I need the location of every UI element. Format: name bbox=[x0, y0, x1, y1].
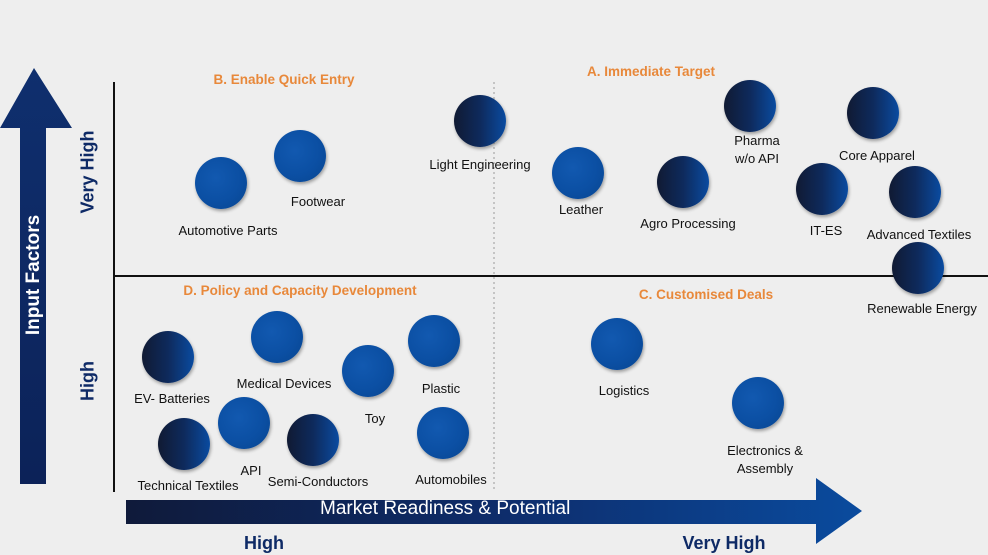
label-plastic: Plastic bbox=[421, 381, 461, 396]
label-leather: Leather bbox=[558, 202, 604, 217]
dot-plastic bbox=[408, 315, 460, 367]
label-ev-batteries: EV- Batteries bbox=[134, 391, 210, 406]
label-agro-processing: Agro Processing bbox=[640, 216, 736, 231]
dot-medical-devices bbox=[251, 311, 303, 363]
x-axis-title: Market Readiness & Potential bbox=[320, 498, 571, 519]
label-logistics: Logistics bbox=[598, 383, 650, 398]
dot-automotive-parts bbox=[195, 157, 247, 209]
label-advanced-textiles: Advanced Textiles bbox=[866, 227, 972, 242]
dot-leather bbox=[552, 147, 604, 199]
dot-technical-textiles bbox=[158, 418, 210, 470]
label-renewable-energy: Renewable Energy bbox=[867, 301, 977, 316]
y-level-very-high: Very High bbox=[77, 130, 98, 214]
label-footwear: Footwear bbox=[290, 194, 346, 209]
y-level-high: High bbox=[77, 361, 98, 401]
y-axis-title: Input Factors bbox=[23, 214, 44, 336]
dot-light-engineering bbox=[454, 95, 506, 147]
dot-it-es bbox=[796, 163, 848, 215]
y-axis-arrow bbox=[0, 68, 72, 484]
label-core-apparel: Core Apparel bbox=[839, 148, 915, 163]
quadrant-c-title: C. Customised Deals bbox=[638, 287, 774, 302]
label-it-es: IT-ES bbox=[809, 223, 843, 238]
quadrant-a-title: A. Immediate Target bbox=[586, 64, 716, 79]
x-level-high: High bbox=[244, 533, 284, 553]
dot-pharma bbox=[724, 80, 776, 132]
dot-ev-batteries bbox=[142, 331, 194, 383]
dot-automobiles bbox=[417, 407, 469, 459]
dot-electronics bbox=[732, 377, 784, 429]
dot-logistics bbox=[591, 318, 643, 370]
x-level-very-high: Very High bbox=[682, 533, 766, 553]
quadrant-b-title: B. Enable Quick Entry bbox=[213, 72, 355, 87]
quadrant-d-title: D. Policy and Capacity Development bbox=[183, 283, 417, 298]
label-semi-conductors: Semi-Conductors bbox=[267, 474, 369, 489]
dot-footwear bbox=[274, 130, 326, 182]
label-technical-textiles: Technical Textiles bbox=[137, 478, 239, 493]
dot-api bbox=[218, 397, 270, 449]
dot-renewable-energy bbox=[892, 242, 944, 294]
label-api: API bbox=[240, 463, 262, 478]
label-automobiles: Automobiles bbox=[415, 472, 487, 487]
dot-semi-conductors bbox=[287, 414, 339, 466]
x-axis-arrow bbox=[126, 478, 862, 544]
dot-core-apparel bbox=[847, 87, 899, 139]
label-toy: Toy bbox=[364, 411, 386, 426]
label-electronics: Electronics & Assembly bbox=[727, 443, 803, 476]
dot-agro-processing bbox=[657, 156, 709, 208]
dot-advanced-textiles bbox=[889, 166, 941, 218]
label-pharma: Pharma w/o API bbox=[734, 133, 780, 166]
label-medical-devices: Medical Devices bbox=[236, 376, 332, 391]
label-automotive-parts: Automotive Parts bbox=[178, 223, 278, 238]
dot-toy bbox=[342, 345, 394, 397]
label-light-engineering: Light Engineering bbox=[429, 157, 531, 172]
